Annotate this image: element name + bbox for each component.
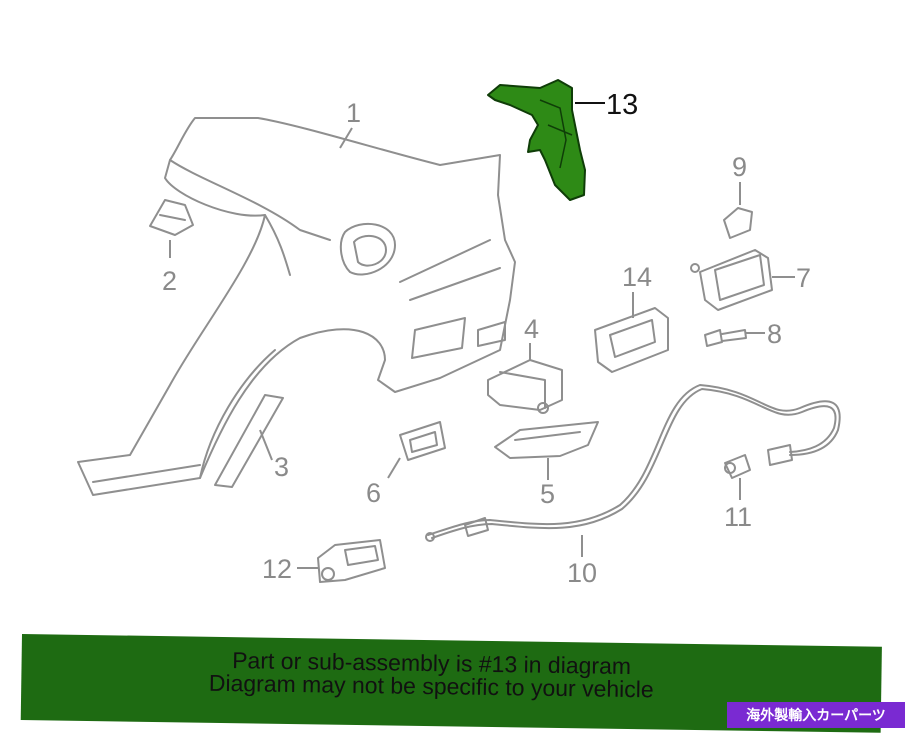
callout-9: 9 — [732, 152, 747, 182]
part-5 — [494, 421, 599, 459]
callout-10: 10 — [567, 558, 597, 588]
callout-12: 12 — [262, 554, 292, 584]
callout-3: 3 — [274, 452, 289, 482]
callout-6: 6 — [366, 478, 381, 508]
part-9 — [723, 207, 753, 239]
part-11 — [724, 454, 751, 479]
callout-13: 13 — [606, 89, 638, 121]
part-3 — [214, 394, 284, 488]
part-13-housing — [487, 79, 586, 201]
callout-8: 8 — [767, 319, 782, 349]
callout-11: 11 — [724, 502, 752, 532]
callout-5: 5 — [540, 479, 555, 509]
part-8 — [704, 329, 747, 347]
shop-badge: 海外製輸入カーパーツ — [727, 702, 905, 728]
callout-7: 7 — [796, 263, 811, 293]
part-2 — [149, 199, 194, 236]
part-4 — [487, 359, 563, 414]
part-12 — [317, 539, 386, 583]
part-1-quarter-panel — [77, 117, 516, 496]
leader-lines — [169, 102, 795, 569]
part-10-cable — [425, 384, 841, 542]
part-7 — [690, 249, 773, 311]
notice-line-2: Diagram may not be specific to your vehi… — [208, 669, 654, 703]
callout-14: 14 — [622, 262, 652, 292]
callout-1: 1 — [346, 98, 361, 128]
notice-text: Part or sub-assembly is #13 in diagram D… — [161, 647, 702, 703]
part-6 — [399, 421, 446, 461]
part-14 — [594, 307, 669, 373]
callout-2: 2 — [162, 266, 177, 296]
callout-4: 4 — [524, 314, 539, 344]
